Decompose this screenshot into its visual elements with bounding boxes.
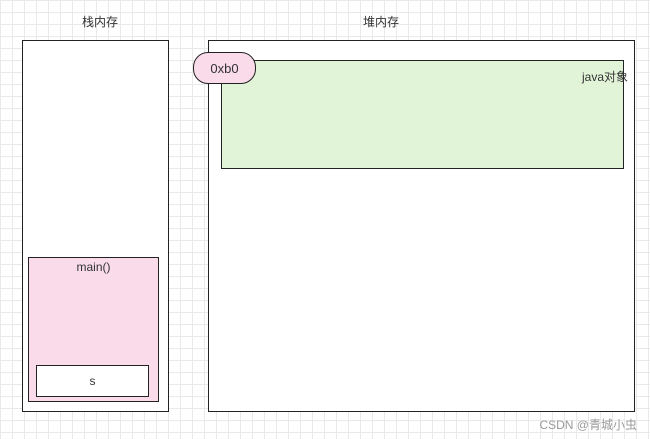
heap-memory-title: 堆内存 [363, 15, 400, 29]
variable-s-label: s [89, 374, 96, 388]
java-object-label: java对象 [581, 70, 628, 84]
stack-memory-title: 栈内存 [82, 15, 119, 29]
variable-s-slot [36, 365, 149, 397]
watermark: CSDN @青城小虫 [539, 418, 637, 432]
java-object-block [221, 60, 624, 169]
address-label: 0xb0 [193, 52, 256, 84]
main-frame-label: main() [76, 260, 111, 274]
